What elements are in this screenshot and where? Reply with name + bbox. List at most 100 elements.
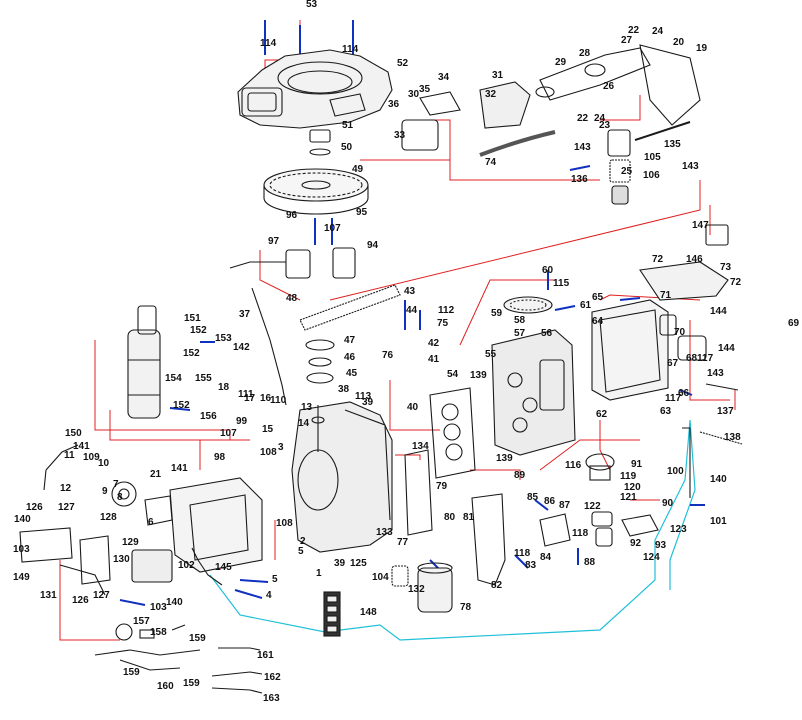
part-label-163: 163	[263, 693, 280, 704]
part-label-143: 143	[707, 368, 724, 379]
part-label-60: 60	[542, 265, 554, 276]
part-label-69: 69	[788, 318, 800, 329]
intake-manifold	[479, 81, 531, 129]
part-label-94: 94	[367, 240, 379, 251]
part-label-77: 77	[397, 537, 409, 548]
part-label-114: 114	[260, 38, 277, 49]
part-label-140: 140	[166, 597, 183, 608]
part-label-97: 97	[268, 236, 280, 247]
lower-case	[169, 477, 263, 573]
part-label-39: 39	[362, 397, 374, 408]
part-label-43: 43	[404, 286, 416, 297]
part-label-54: 54	[447, 369, 459, 380]
part-label-26: 26	[603, 81, 615, 92]
part-label-104: 104	[372, 572, 389, 583]
part-label-139: 139	[496, 453, 513, 464]
part-label-21: 21	[150, 469, 162, 480]
part-label-62: 62	[596, 409, 608, 420]
part-label-82: 82	[491, 580, 503, 591]
fuel-hose	[479, 130, 556, 157]
part-label-52: 52	[397, 58, 409, 69]
part-label-25: 25	[621, 166, 633, 177]
part-label-55: 55	[485, 349, 497, 360]
part-label-136: 136	[571, 174, 588, 185]
part-label-41: 41	[428, 354, 440, 365]
part-label-100: 100	[667, 466, 684, 477]
part-label-129: 129	[122, 537, 139, 548]
part-label-117: 117	[665, 393, 682, 404]
part-label-147: 147	[692, 220, 709, 231]
part-label-76: 76	[382, 350, 394, 361]
part-label-31: 31	[492, 70, 504, 81]
part-label-98: 98	[214, 452, 226, 463]
part-label-84: 84	[540, 552, 552, 563]
part-label-58: 58	[514, 315, 526, 326]
part-label-86: 86	[544, 496, 556, 507]
fuel-filter	[607, 129, 631, 205]
part-label-24: 24	[594, 113, 606, 124]
part-label-38: 38	[338, 384, 350, 395]
part-label-106: 106	[643, 170, 660, 181]
part-label-64: 64	[592, 316, 604, 327]
part-number-labels: 1234556789101112131415161718192021222223…	[13, 0, 800, 704]
part-label-103: 103	[150, 602, 167, 613]
part-label-13: 13	[301, 402, 313, 413]
part-label-135: 135	[664, 139, 681, 150]
part-label-131: 131	[40, 590, 57, 601]
part-label-51: 51	[342, 120, 354, 131]
part-label-138: 138	[724, 432, 741, 443]
head-gasket	[429, 387, 476, 479]
part-label-74: 74	[485, 157, 497, 168]
cam-pulley	[503, 296, 553, 314]
part-label-46: 46	[344, 352, 356, 363]
cable-161	[218, 647, 261, 651]
part-label-17: 17	[244, 393, 256, 404]
oil-filter	[417, 562, 453, 613]
part-label-22: 22	[577, 113, 589, 124]
part-label-134: 134	[412, 441, 429, 452]
part-label-156: 156	[200, 411, 217, 422]
part-label-90: 90	[662, 498, 674, 509]
part-drawings	[19, 44, 743, 694]
part-label-87: 87	[559, 500, 571, 511]
bracket	[639, 44, 701, 126]
part-label-118: 118	[514, 548, 531, 559]
timing-cover	[639, 261, 729, 301]
part-label-103: 103	[13, 544, 30, 555]
mount-bracket	[19, 527, 73, 563]
part-label-78: 78	[460, 602, 472, 613]
part-label-108: 108	[260, 447, 277, 458]
part-label-3: 3	[278, 442, 284, 453]
part-label-162: 162	[264, 672, 281, 683]
part-label-22: 22	[628, 25, 640, 36]
part-label-48: 48	[286, 293, 298, 304]
part-label-11: 11	[64, 450, 75, 461]
part-label-161: 161	[257, 650, 274, 661]
part-label-133: 133	[376, 527, 393, 538]
dipstick	[251, 287, 287, 406]
part-label-154: 154	[165, 373, 182, 384]
part-label-119: 119	[620, 471, 637, 482]
part-label-110: 110	[270, 395, 287, 406]
part-label-127: 127	[93, 590, 110, 601]
water-pump	[585, 453, 615, 481]
part-label-32: 32	[485, 89, 497, 100]
part-label-118: 118	[572, 528, 589, 539]
part-label-128: 128	[100, 512, 117, 523]
bushing	[309, 129, 331, 143]
part-label-158: 158	[150, 627, 167, 638]
part-label-65: 65	[592, 292, 604, 303]
part-label-126: 126	[26, 502, 43, 513]
part-label-141: 141	[171, 463, 188, 474]
part-label-143: 143	[574, 142, 591, 153]
part-label-7: 7	[113, 479, 119, 490]
part-label-9: 9	[102, 486, 108, 497]
part-label-29: 29	[555, 57, 567, 68]
part-label-152: 152	[173, 400, 190, 411]
part-label-113: 113	[355, 391, 372, 402]
part-label-16: 16	[260, 393, 272, 404]
part-label-53: 53	[306, 0, 318, 10]
part-label-5: 5	[298, 546, 304, 557]
part-label-115: 115	[553, 278, 570, 289]
part-label-75: 75	[437, 318, 449, 329]
